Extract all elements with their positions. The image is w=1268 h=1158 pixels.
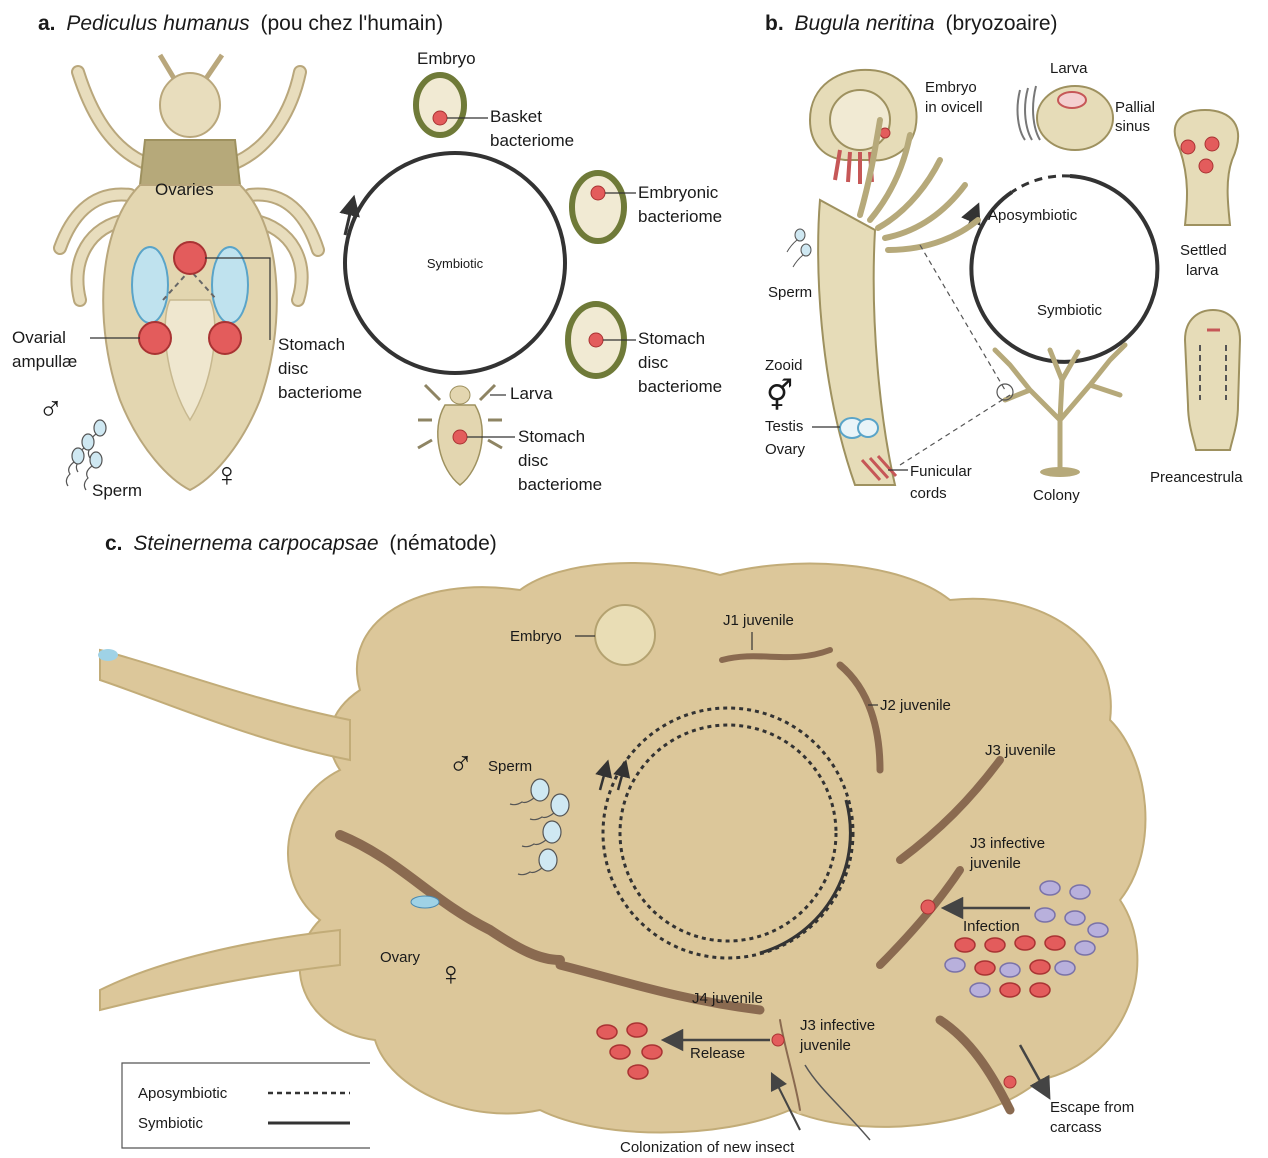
label-ovarial-2: ampullæ [12, 352, 77, 371]
label-stage3-3: bacteriome [638, 377, 722, 396]
stomach-disc-dot [589, 333, 603, 347]
larva-b [1018, 86, 1113, 150]
label-sperm-c: Sperm [488, 758, 532, 775]
embryo-a-2 [572, 173, 624, 241]
label-larva-b: Larva [1050, 60, 1088, 77]
zoom-lines-b [900, 245, 1010, 465]
female-symbol-a: ♀ [214, 456, 240, 494]
label-funicular-1: Funicular [910, 463, 972, 480]
label-stomach-3: bacteriome [278, 383, 362, 402]
panel-a-heading: a. Pediculus humanus (pou chez l'humain) [38, 12, 443, 35]
label-larva-sd-1: Stomach [518, 427, 585, 446]
label-cycle-b-symbiotic: Symbiotic [1037, 302, 1103, 319]
label-cycle-b-aposymbiotic: Aposymbiotic [988, 207, 1078, 224]
label-stage3-2: disc [638, 353, 669, 372]
worm-bacteria-escape [1004, 1076, 1016, 1088]
label-stomach-1: Stomach [278, 335, 345, 354]
label-ovary-b: Ovary [765, 441, 806, 458]
label-settled-2: larva [1186, 262, 1219, 279]
embryo-a [416, 75, 464, 135]
label-infection: Infection [963, 918, 1020, 935]
label-j3-inf-1: J3 infective [970, 835, 1045, 852]
male-symbol-a: ♂ [38, 390, 64, 428]
appendage-lower [100, 930, 340, 1010]
label-escape-1: Escape from [1050, 1099, 1134, 1116]
label-embryo-c: Embryo [510, 628, 562, 645]
label-j3-inf-b-2: juvenile [799, 1037, 851, 1054]
label-stomach-2: disc [278, 359, 309, 378]
appendage-tip [98, 649, 118, 661]
legend-label-symbiotic: Symbiotic [138, 1115, 204, 1132]
label-testis: Testis [765, 418, 803, 435]
legend-label-aposymbiotic: Aposymbiotic [138, 1085, 228, 1102]
female-symbol-c: ♀ [438, 955, 464, 993]
label-embryo-b-1: Embryo [925, 79, 977, 96]
cycle-b-symbiotic [971, 176, 1157, 362]
label-sperm-b: Sperm [768, 284, 812, 301]
embryonic-bacteriome-dot [591, 186, 605, 200]
label-settled-1: Settled [1180, 242, 1227, 259]
legend: Aposymbiotic Symbiotic [122, 1063, 370, 1148]
label-cycle-a-symbiotic: Symbiotic [427, 256, 484, 271]
panel-b: b. Bugula neritina (bryozoaire) Embryo i… [765, 12, 1243, 504]
label-funicular-2: cords [910, 485, 947, 502]
label-ovaries: Ovaries [155, 180, 214, 199]
label-j3-inf-b-1: J3 infective [800, 1017, 875, 1034]
colony-base [1040, 467, 1080, 477]
male-symbol-c: ♂ [448, 745, 474, 783]
panel-c-heading: c. Steinernema carpocapsae (nématode) [105, 532, 497, 555]
label-j4: J4 juvenile [692, 990, 763, 1007]
worm-ovary-cyan [411, 896, 439, 908]
label-embryonic-2: bacteriome [638, 207, 722, 226]
label-ovarial-1: Ovarial [12, 328, 66, 347]
label-colony: Colony [1033, 487, 1080, 504]
label-basket-1: Basket [490, 107, 542, 126]
label-j3-inf-2: juvenile [969, 855, 1021, 872]
appendage-upper [100, 650, 350, 760]
label-j3: J3 juvenile [985, 742, 1056, 759]
worm-bacteria-release [772, 1034, 784, 1046]
basket-bacteriome-dot [433, 111, 447, 125]
label-j1: J1 juvenile [723, 612, 794, 629]
label-escape-2: carcass [1050, 1119, 1102, 1136]
label-embryo-a: Embryo [417, 49, 476, 68]
worm-bacteria-infection [921, 900, 935, 914]
label-zooid: Zooid [765, 357, 803, 374]
label-pallial-1: Pallial [1115, 99, 1155, 116]
label-preancestrula: Preancestrula [1150, 469, 1243, 486]
sperm-cells-b [787, 229, 811, 267]
sperm-cells-a [66, 420, 106, 490]
label-sperm-a: Sperm [92, 481, 142, 500]
label-basket-2: bacteriome [490, 131, 574, 150]
hermaphrodite-symbol-b: ⚥ [766, 378, 793, 413]
larva-a [418, 385, 502, 485]
label-embryo-b-2: in ovicell [925, 99, 983, 116]
label-larva-a: Larva [510, 384, 553, 403]
label-ovary-c: Ovary [380, 949, 421, 966]
label-j2: J2 juvenile [880, 697, 951, 714]
label-colonization: Colonization of new insect [620, 1139, 795, 1156]
cycle-b-aposymbiotic [1012, 176, 1070, 192]
label-pallial-2: sinus [1115, 118, 1150, 135]
settled-larva [1175, 110, 1238, 225]
preancestrula-illustration [1185, 310, 1240, 450]
panel-b-heading: b. Bugula neritina (bryozoaire) [765, 12, 1058, 35]
legend-frame [122, 1063, 370, 1148]
panel-a: a. Pediculus humanus (pou chez l'humain) [12, 12, 722, 500]
label-release: Release [690, 1045, 745, 1062]
label-embryonic-1: Embryonic [638, 183, 719, 202]
label-larva-sd-3: bacteriome [518, 475, 602, 494]
label-stage3-1: Stomach [638, 329, 705, 348]
label-larva-sd-2: disc [518, 451, 549, 470]
embryo-c [595, 605, 655, 665]
